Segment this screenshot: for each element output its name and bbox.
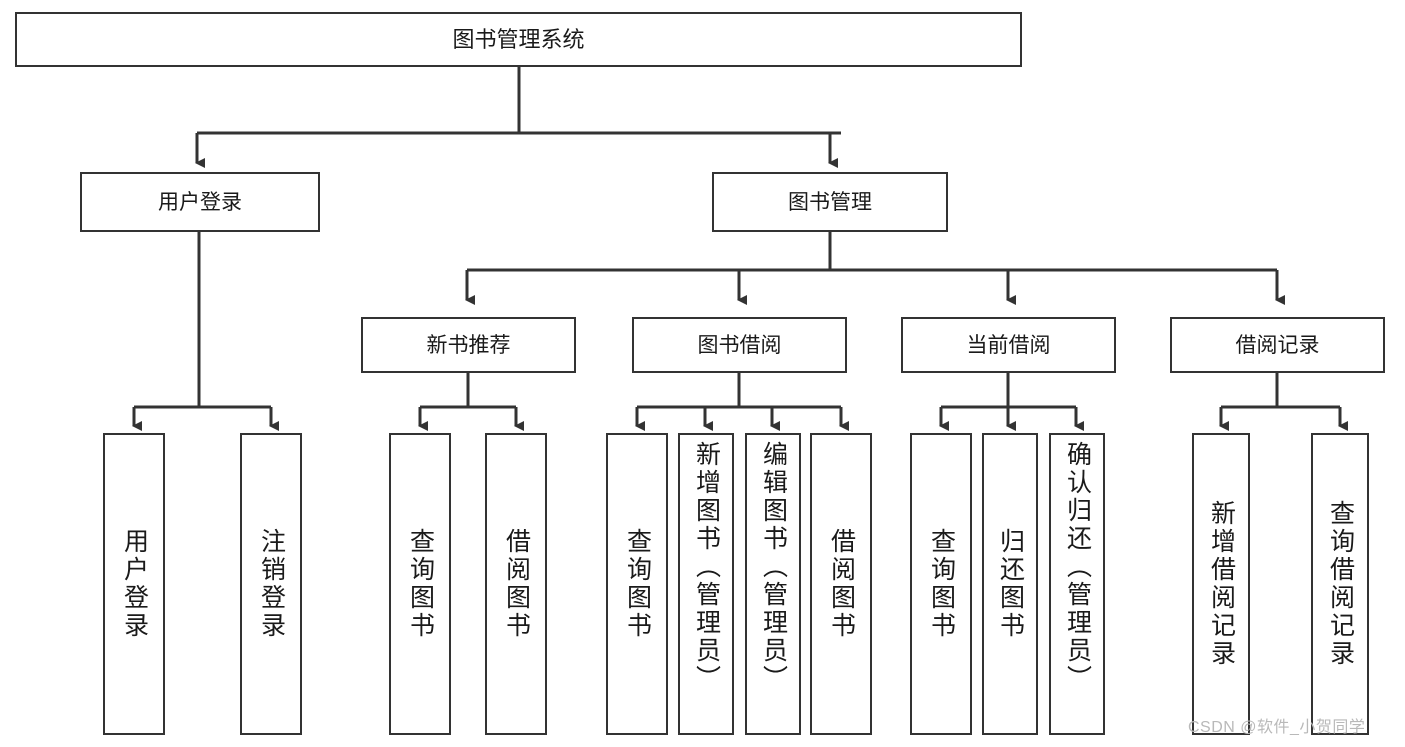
leaf-add-book-admin[interactable]: 新增图书（管理员） <box>678 433 734 735</box>
leaf-user-login[interactable]: 用户登录 <box>103 433 165 735</box>
node-current-borrow[interactable]: 当前借阅 <box>901 317 1116 373</box>
node-label: 当前借阅 <box>966 333 1051 357</box>
leaf-label: 借阅图书 <box>502 528 531 640</box>
node-root[interactable]: 图书管理系统 <box>15 12 1022 67</box>
leaf-logout[interactable]: 注销登录 <box>240 433 302 735</box>
node-new-book-recommend[interactable]: 新书推荐 <box>361 317 576 373</box>
leaf-label: 查询图书 <box>623 528 652 640</box>
node-book-borrow[interactable]: 图书借阅 <box>632 317 847 373</box>
node-label: 借阅记录 <box>1235 333 1320 357</box>
leaf-label: 新增图书（管理员） <box>692 441 721 693</box>
leaf-label: 借阅图书 <box>827 528 856 640</box>
leaf-label: 用户登录 <box>120 528 149 640</box>
leaf-add-borrow-record[interactable]: 新增借阅记录 <box>1192 433 1250 735</box>
leaf-query-borrow-record[interactable]: 查询借阅记录 <box>1311 433 1369 735</box>
leaf-query-book-recommend[interactable]: 查询图书 <box>389 433 451 735</box>
leaf-label: 注销登录 <box>257 528 286 640</box>
node-label: 图书管理 <box>788 190 872 214</box>
node-label: 用户登录 <box>158 190 242 214</box>
leaf-label: 查询借阅记录 <box>1326 500 1355 668</box>
leaf-confirm-return-admin[interactable]: 确认归还（管理员） <box>1049 433 1105 735</box>
leaf-edit-book-admin[interactable]: 编辑图书（管理员） <box>745 433 801 735</box>
node-label: 图书借阅 <box>697 333 782 357</box>
leaf-label: 归还图书 <box>996 528 1025 640</box>
leaf-return-book[interactable]: 归还图书 <box>982 433 1038 735</box>
leaf-label: 确认归还（管理员） <box>1063 441 1092 693</box>
leaf-borrow-book[interactable]: 借阅图书 <box>810 433 872 735</box>
leaf-query-book[interactable]: 查询图书 <box>606 433 668 735</box>
node-label: 新书推荐 <box>426 333 511 357</box>
node-user-login[interactable]: 用户登录 <box>80 172 320 232</box>
leaf-label: 新增借阅记录 <box>1207 500 1236 668</box>
leaf-borrow-book-recommend[interactable]: 借阅图书 <box>485 433 547 735</box>
node-root-label: 图书管理系统 <box>452 26 585 52</box>
node-book-management[interactable]: 图书管理 <box>712 172 948 232</box>
leaf-label: 查询图书 <box>927 528 956 640</box>
leaf-label: 编辑图书（管理员） <box>759 441 788 693</box>
leaf-label: 查询图书 <box>406 528 435 640</box>
leaf-query-book-current[interactable]: 查询图书 <box>910 433 972 735</box>
node-borrow-record[interactable]: 借阅记录 <box>1170 317 1385 373</box>
